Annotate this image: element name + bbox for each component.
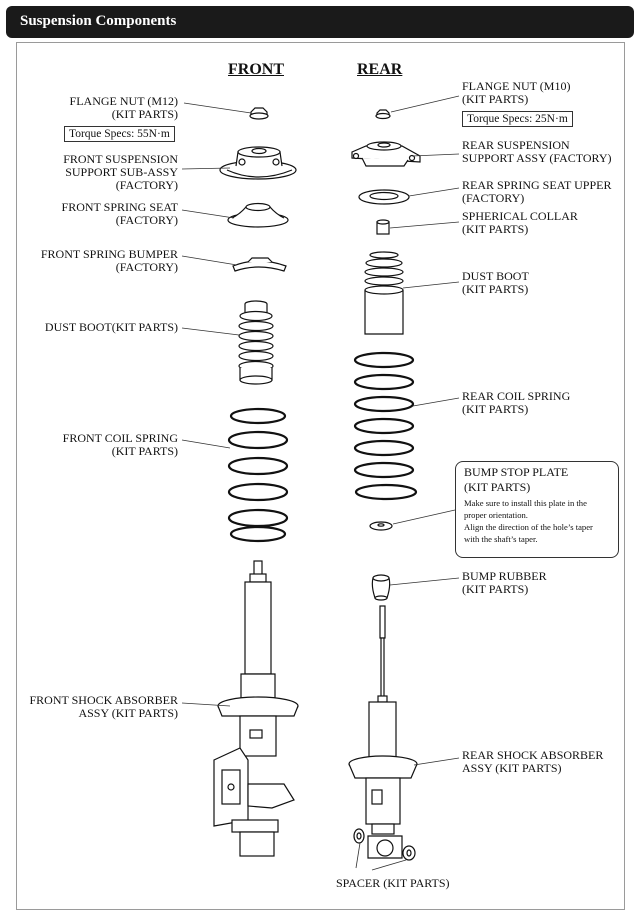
front-spring-seat-label: FRONT SPRING SEAT(FACTORY) — [61, 200, 178, 227]
rear-spacer-part — [353, 828, 416, 861]
rear-spring-seat-upper-label: REAR SPRING SEAT UPPER(FACTORY) — [462, 178, 612, 205]
rear-flange-nut-part — [375, 109, 391, 120]
front-torque-spec: Torque Specs: 55N·m — [64, 126, 175, 142]
rear-spring-seat-upper-part — [358, 189, 410, 205]
front-flange-nut-part — [249, 107, 269, 120]
front-coil-spring-label: FRONT COIL SPRING(KIT PARTS) — [62, 431, 178, 458]
front-spring-bumper-part — [232, 257, 287, 272]
diagram-frame — [16, 42, 625, 910]
rear-bump-stop-plate-part — [369, 521, 393, 531]
rear-spherical-collar-part — [376, 219, 390, 235]
rear-bump-rubber-label: BUMP RUBBER(KIT PARTS) — [462, 569, 547, 596]
front-spring-seat-part — [227, 202, 289, 228]
section-title: Suspension Components — [20, 13, 177, 29]
rear-dust-boot-part — [364, 251, 404, 335]
rear-spacer-label: SPACER (KIT PARTS) — [336, 876, 450, 890]
rear-coil-spring-label: REAR COIL SPRING(KIT PARTS) — [462, 389, 571, 416]
leader-lines — [181, 95, 460, 871]
bump-stop-plate-note: BUMP STOP PLATE (KIT PARTS) Make sure to… — [455, 461, 619, 558]
bump-stop-note-line: with the shaft’s taper. — [464, 534, 538, 544]
rear-torque-spec: Torque Specs: 25N·m — [462, 111, 573, 127]
rear-bump-rubber-part — [371, 574, 391, 601]
front-spring-bumper-label: FRONT SPRING BUMPER(FACTORY) — [40, 247, 178, 274]
front-flange-nut-label: FLANGE NUT (M12)(KIT PARTS) — [69, 94, 178, 121]
bump-stop-note-line: Align the direction of the hole’s taper — [464, 522, 593, 532]
rear-support-part — [351, 141, 421, 167]
bump-stop-note-line: proper orientation. — [464, 510, 528, 520]
front-column-heading: FRONT — [228, 61, 284, 78]
rear-column-heading: REAR — [357, 61, 403, 78]
rear-flange-nut-label: FLANGE NUT (M10)(KIT PARTS) — [462, 79, 571, 106]
rear-dust-boot-label: DUST BOOT(KIT PARTS) — [462, 269, 529, 296]
front-support-part — [219, 146, 297, 180]
rear-spherical-collar-label: SPHERICAL COLLAR(KIT PARTS) — [462, 209, 578, 236]
section-header: Suspension Components — [6, 6, 634, 38]
front-shock-absorber-part — [213, 560, 299, 857]
front-dust-boot-part — [238, 300, 274, 385]
bump-stop-plate-title: BUMP STOP PLATE — [464, 465, 569, 479]
front-dust-boot-label: DUST BOOT(KIT PARTS) — [44, 320, 178, 334]
front-coil-spring-part — [227, 407, 289, 543]
rear-coil-spring-part — [353, 351, 418, 501]
bump-stop-note-line: Make sure to install this plate in the — [464, 498, 587, 508]
rear-shock-absorber-part — [348, 605, 418, 859]
bump-stop-plate-subtitle: (KIT PARTS) — [464, 480, 531, 494]
